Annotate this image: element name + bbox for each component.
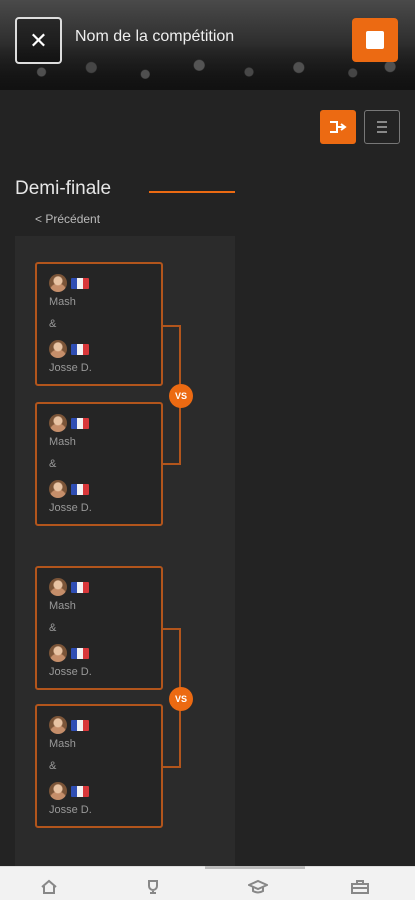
france-flag-icon bbox=[71, 581, 89, 593]
header-banner: ✕ Nom de la compétition bbox=[0, 0, 415, 90]
player-2 bbox=[49, 480, 89, 498]
match-card[interactable]: Mash & Josse D. bbox=[35, 402, 163, 526]
bottom-navigation bbox=[0, 866, 415, 900]
player-2-name: Josse D. bbox=[49, 666, 92, 678]
player-separator: & bbox=[49, 760, 57, 772]
france-flag-icon bbox=[71, 277, 89, 289]
nav-training[interactable] bbox=[248, 877, 268, 897]
avatar bbox=[49, 414, 67, 432]
player-2 bbox=[49, 340, 89, 358]
avatar bbox=[49, 782, 67, 800]
close-icon: ✕ bbox=[29, 27, 48, 53]
match-card[interactable]: Mash & Josse D. bbox=[35, 704, 163, 828]
avatar bbox=[49, 480, 67, 498]
list-icon bbox=[377, 121, 387, 133]
player-2-name: Josse D. bbox=[49, 362, 92, 374]
avatar bbox=[49, 274, 67, 292]
player-2-name: Josse D. bbox=[49, 804, 92, 816]
player-1 bbox=[49, 578, 89, 596]
avatar bbox=[49, 340, 67, 358]
graduation-cap-icon bbox=[248, 879, 268, 894]
player-2 bbox=[49, 644, 89, 662]
player-1-name: Mash bbox=[49, 600, 76, 612]
player-2 bbox=[49, 782, 89, 800]
round-title: Demi-finale bbox=[15, 178, 112, 199]
nav-trophy[interactable] bbox=[143, 877, 163, 897]
match-card[interactable]: Mash & Josse D. bbox=[35, 262, 163, 386]
player-1 bbox=[49, 414, 89, 432]
player-2-name: Josse D. bbox=[49, 502, 92, 514]
player-separator: & bbox=[49, 318, 57, 330]
player-separator: & bbox=[49, 622, 57, 634]
competition-name: Nom de la compétition bbox=[75, 28, 235, 45]
header-action-button[interactable] bbox=[352, 18, 398, 62]
france-flag-icon bbox=[71, 343, 89, 355]
nav-briefcase[interactable] bbox=[350, 877, 370, 897]
france-flag-icon bbox=[71, 719, 89, 731]
player-1 bbox=[49, 716, 89, 734]
player-1 bbox=[49, 274, 89, 292]
avatar bbox=[49, 578, 67, 596]
nav-home[interactable] bbox=[39, 877, 59, 897]
crowd-background-image bbox=[0, 45, 415, 90]
round-title-underline bbox=[149, 191, 235, 193]
france-flag-icon bbox=[71, 647, 89, 659]
bracket-icon bbox=[330, 121, 347, 133]
scroll-indicator bbox=[205, 866, 305, 869]
avatar bbox=[49, 716, 67, 734]
briefcase-icon bbox=[351, 880, 369, 894]
previous-round-link[interactable]: < Précédent bbox=[35, 212, 101, 226]
match-badge[interactable]: VS bbox=[169, 384, 193, 408]
player-1-name: Mash bbox=[49, 436, 76, 448]
match-card[interactable]: Mash & Josse D. bbox=[35, 566, 163, 690]
france-flag-icon bbox=[71, 417, 89, 429]
home-icon bbox=[41, 879, 57, 894]
avatar bbox=[49, 644, 67, 662]
list-view-button[interactable] bbox=[364, 110, 400, 144]
player-1-name: Mash bbox=[49, 296, 76, 308]
france-flag-icon bbox=[71, 785, 89, 797]
trophy-icon bbox=[148, 880, 158, 894]
bracket-view-button[interactable] bbox=[320, 110, 356, 144]
player-separator: & bbox=[49, 458, 57, 470]
match-badge[interactable]: VS bbox=[169, 687, 193, 711]
player-1-name: Mash bbox=[49, 738, 76, 750]
close-button[interactable]: ✕ bbox=[15, 17, 62, 64]
france-flag-icon bbox=[71, 483, 89, 495]
square-icon bbox=[366, 31, 384, 49]
